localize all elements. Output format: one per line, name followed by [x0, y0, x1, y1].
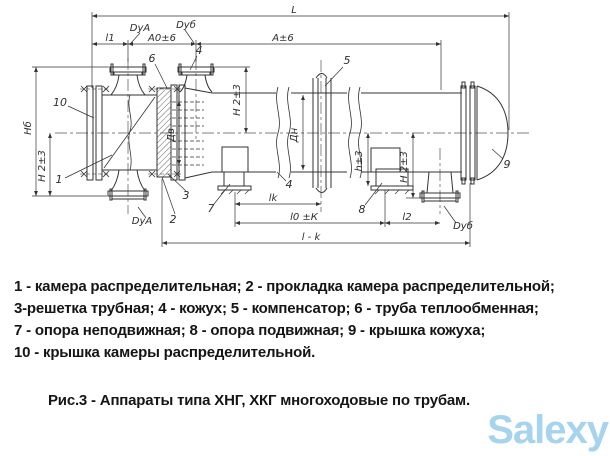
support-fixed	[217, 146, 252, 195]
dim-dya-top: DуA	[130, 23, 151, 34]
part-10: 10	[53, 96, 67, 109]
dim-dya-bottom: DуA	[132, 216, 153, 227]
part-texts: 10 1 2 3 4 4 5 6 7 8 9	[53, 44, 511, 226]
nozzle-dya-bottom	[107, 169, 149, 201]
break-line	[128, 94, 132, 171]
dimension-lines	[32, 12, 510, 247]
shell-head	[460, 81, 509, 185]
dim-H23-left: Н 2±3	[37, 150, 48, 182]
watermark-logo: Salexy	[487, 408, 609, 452]
drawing-svg: L l1 A0±6 A±6 DуA Dуб DуA Dуб Нб Н 2±3 Н…	[22, 5, 532, 247]
parts-legend: 1 - камера распределительная; 2 - прокла…	[14, 276, 606, 364]
centerlines	[55, 58, 532, 214]
part-callouts	[64, 55, 504, 215]
dim-l1: l1	[105, 33, 114, 44]
heat-exchanger-drawing: L l1 A0±6 A±6 DуA Dуб DуA Dуб Нб Н 2±3 Н…	[22, 5, 532, 247]
dim-H23-right: Н 2±3	[399, 151, 410, 183]
dim-dyb-bottom: Dуб	[453, 220, 473, 232]
part-5: 5	[344, 54, 351, 67]
part-8: 8	[359, 203, 366, 216]
dim-Dn: Дн	[289, 127, 300, 143]
dim-dyb-top: Dуб	[176, 19, 196, 31]
dim-Dv: Дв	[166, 128, 177, 143]
dim-lk: lk	[269, 193, 279, 204]
dim-l-minus-k: l - k	[302, 232, 322, 243]
part-9: 9	[504, 158, 511, 171]
part-4-top: 4	[196, 44, 203, 57]
nozzle-dyb-top	[177, 63, 215, 93]
part-2: 2	[170, 213, 177, 226]
legend-line-3: 7 - опора неподвижная; 8 - опора подвижн…	[14, 322, 486, 339]
compensator	[312, 73, 332, 193]
dim-h3: h±3	[354, 150, 365, 171]
part-4-bottom: 4	[286, 178, 293, 191]
legend-line-4: 10 - крышка камеры распределительной.	[14, 344, 316, 361]
shell-break-lines	[276, 86, 362, 179]
dimension-texts: L l1 A0±6 A±6 DуA Dуб DуA Dуб Нб Н 2±3 Н…	[22, 5, 473, 243]
part-1: 1	[56, 173, 63, 186]
dim-l0: l0 ±К	[290, 212, 319, 223]
part-7: 7	[208, 202, 215, 215]
dim-A: A±6	[271, 33, 294, 44]
dim-H23-top: Н 2±3	[232, 84, 243, 116]
tubes	[172, 101, 204, 166]
part-3: 3	[183, 189, 190, 202]
dim-L: L	[291, 5, 297, 16]
nozzle-dya-top	[109, 63, 147, 96]
legend-line-1: 1 - камера распределительная; 2 - прокла…	[14, 278, 555, 295]
figure-caption: Рис.3 - Аппараты типа ХНГ, ХКГ многоходо…	[48, 392, 470, 409]
bolt-marks	[80, 85, 181, 178]
shell	[212, 92, 462, 173]
nozzle-dyb-bottom	[419, 171, 461, 203]
legend-line-2: 3-решетка трубная; 4 - кожух; 5 - компен…	[14, 300, 539, 317]
dim-A0: A0±6	[147, 33, 176, 44]
dim-Hb: Нб	[22, 121, 34, 135]
chamber-cover-plate	[86, 85, 94, 181]
dim-l2: l2	[402, 212, 411, 223]
part-6: 6	[149, 52, 156, 65]
